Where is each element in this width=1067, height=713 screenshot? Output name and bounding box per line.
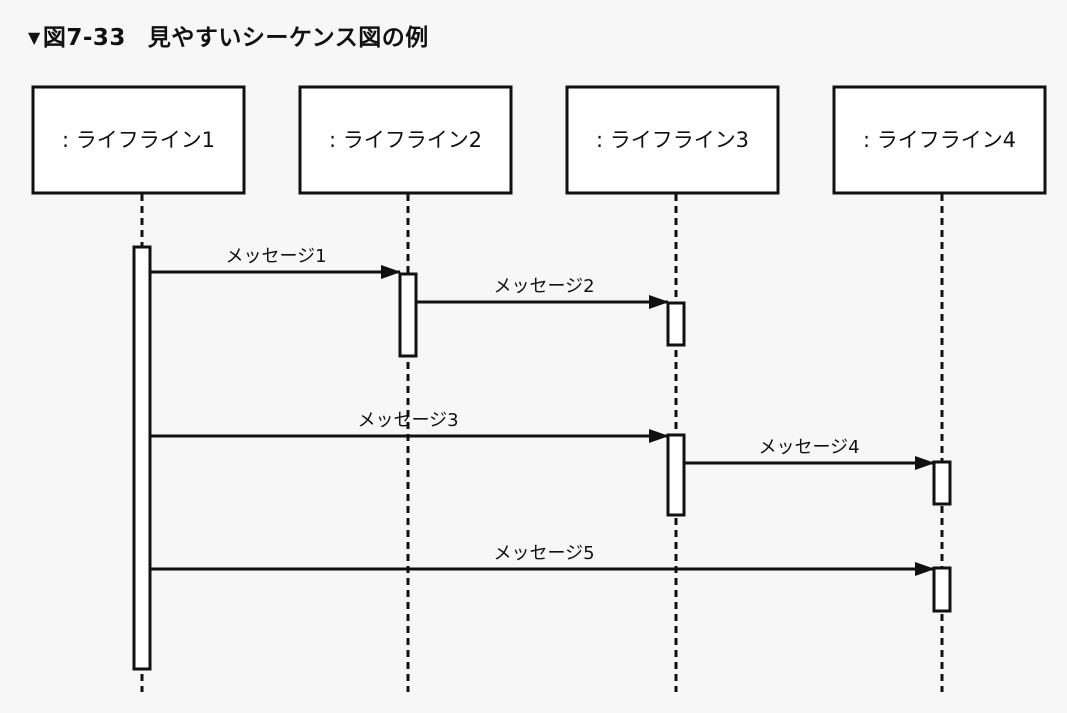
activation-bar [398, 272, 418, 358]
lifeline-4-box [832, 85, 1047, 195]
activation-bar [932, 566, 952, 613]
lifeline-3-label: : ライフライン3 [596, 128, 749, 152]
lifeline-3: : ライフライン3 [565, 85, 780, 195]
activation-bar [932, 460, 952, 506]
activation-bar [666, 301, 686, 347]
figure-caption: 見やすいシーケンス図の例 [147, 25, 429, 51]
message-5-label: メッセージ5 [493, 543, 594, 564]
activation-bar [666, 433, 686, 517]
lifeline-4-label: : ライフライン4 [863, 128, 1016, 152]
figure-title: ▼図7-33 見やすいシーケンス図の例 [28, 18, 429, 52]
message-3: メッセージ3 [150, 410, 669, 443]
figure-number: 図7-33 [42, 25, 126, 51]
message-4-label: メッセージ4 [758, 437, 859, 458]
triangle-marker-icon: ▼ [28, 28, 41, 47]
lifeline-1-box [31, 85, 246, 195]
lifeline-4: : ライフライン4 [832, 85, 1047, 195]
lifeline-1-label: : ライフライン1 [62, 128, 215, 152]
message-1-label: メッセージ1 [225, 246, 326, 267]
message-5: メッセージ5 [150, 543, 935, 576]
activation-bar [132, 245, 152, 671]
lifeline-2-label: : ライフライン2 [329, 128, 482, 152]
lifeline-1: : ライフライン1 [31, 85, 246, 195]
message-4: メッセージ4 [684, 437, 935, 470]
message-3-label: メッセージ3 [357, 410, 458, 431]
lifeline-3-box [565, 85, 780, 195]
lifeline-2: : ライフライン2 [298, 85, 513, 195]
message-2-label: メッセージ2 [493, 276, 594, 297]
lifeline-2-box [298, 85, 513, 195]
message-1: メッセージ1 [150, 246, 401, 279]
message-2: メッセージ2 [416, 276, 669, 309]
